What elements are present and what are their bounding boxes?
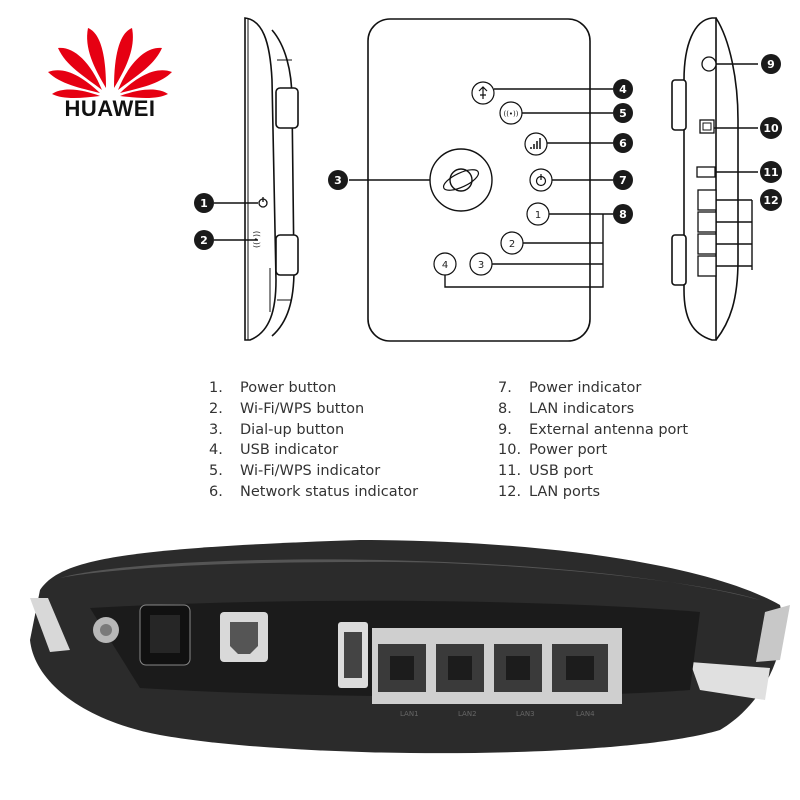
legend-item: 3.Dial-up button: [209, 421, 345, 438]
port-label-lan1: LAN1: [400, 710, 419, 718]
legend-item: 4.USB indicator: [209, 442, 339, 459]
legend-item: 1.Power button: [209, 380, 337, 396]
antenna-port: [701, 56, 717, 72]
legend-left: 1.Power button 2.Wi-Fi/WPS button 3.Dial…: [209, 378, 418, 503]
power-port: [699, 119, 715, 134]
callout-badges: 1 2 3 4 5 6 7 8 9 10 11 12: [194, 54, 782, 250]
lan-indicator-1: 1: [526, 202, 550, 226]
usb-port: [696, 166, 716, 178]
port-label-lan2: LAN2: [458, 710, 477, 718]
svg-text:2: 2: [200, 234, 208, 247]
wifi-icon: ((•)): [499, 101, 523, 125]
power-icon: [258, 197, 268, 208]
svg-text:6: 6: [619, 137, 627, 150]
svg-text:7: 7: [619, 174, 627, 187]
signal-icon: [524, 132, 548, 156]
port-label-lan4: LAN4: [576, 710, 595, 718]
globe-icon: [429, 148, 493, 212]
legend-item: 11.USB port: [498, 463, 594, 480]
svg-text:9: 9: [767, 58, 775, 71]
legend-item: 7.Power indicator: [498, 380, 642, 396]
svg-text:5: 5: [619, 107, 627, 120]
lan-indicator-4: 4: [433, 252, 457, 276]
svg-text:1: 1: [535, 210, 541, 221]
svg-text:2: 2: [509, 239, 515, 250]
svg-text:4: 4: [619, 83, 627, 96]
legend-right: 7.Power indicator 8.LAN indicators 9.Ext…: [498, 378, 688, 503]
legend-item: 2.Wi-Fi/WPS button: [209, 400, 365, 417]
legend-item: 12.LAN ports: [498, 483, 601, 500]
svg-text:10: 10: [763, 122, 779, 135]
router-photo: LAN1 LAN2 LAN3 LAN4: [30, 540, 790, 754]
lan-indicator-2: 2: [500, 231, 524, 255]
svg-text:11: 11: [763, 166, 778, 179]
legend-item: 5.Wi-Fi/WPS indicator: [209, 463, 381, 480]
lan-indicator-3: 3: [469, 252, 493, 276]
power-indicator-icon: [529, 168, 553, 192]
device-side-view-left: [244, 17, 299, 341]
brand-wordmark: HUAWEI: [64, 96, 156, 121]
svg-text:8: 8: [619, 208, 627, 221]
svg-text:1: 1: [200, 197, 208, 210]
lan-ports: [697, 189, 717, 277]
svg-text:12: 12: [763, 194, 778, 207]
leader-lines: [214, 63, 758, 288]
legend-item: 6.Network status indicator: [209, 483, 419, 500]
port-label-lan3: LAN3: [516, 710, 535, 718]
usb-icon: [471, 81, 495, 105]
legend-item: 9.External antenna port: [498, 421, 689, 438]
svg-text:3: 3: [334, 174, 342, 187]
legend-item: 8.LAN indicators: [498, 400, 635, 417]
svg-text:4: 4: [442, 260, 448, 271]
svg-text:3: 3: [478, 260, 484, 271]
svg-text:((•)): ((•)): [503, 110, 518, 118]
legend-item: 10.Power port: [498, 442, 608, 459]
